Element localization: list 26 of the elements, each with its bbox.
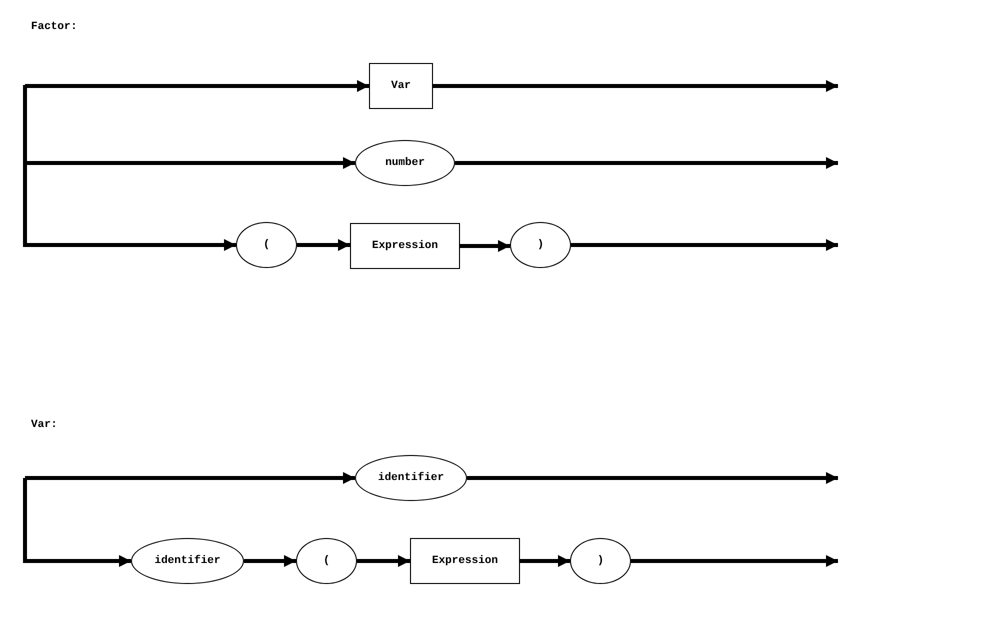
arrow [467, 472, 838, 484]
terminal-oval: identifier [131, 538, 244, 584]
arrow [433, 80, 838, 92]
arrow [520, 555, 570, 567]
arrow [631, 555, 838, 567]
terminal-oval: ) [510, 222, 571, 268]
nonterminal-box: Expression [350, 223, 460, 269]
arrow [23, 80, 369, 92]
arrow [571, 239, 838, 251]
nonterminal-box: Var [369, 63, 433, 109]
arrow [455, 157, 838, 169]
diagram-heading: Var: [31, 419, 58, 431]
arrow [244, 555, 296, 567]
arrow [23, 478, 131, 567]
terminal-oval: number [355, 140, 455, 186]
arrow [25, 472, 355, 484]
terminal-oval: ) [570, 538, 631, 584]
terminal-oval: identifier [355, 455, 467, 501]
diagram-heading: Factor: [31, 21, 78, 33]
arrow [460, 240, 510, 252]
arrow [357, 555, 410, 567]
terminal-oval: ( [296, 538, 357, 584]
arrow [23, 85, 236, 251]
arrow [297, 239, 350, 251]
terminal-oval: ( [236, 222, 297, 268]
nonterminal-box: Expression [410, 538, 520, 584]
